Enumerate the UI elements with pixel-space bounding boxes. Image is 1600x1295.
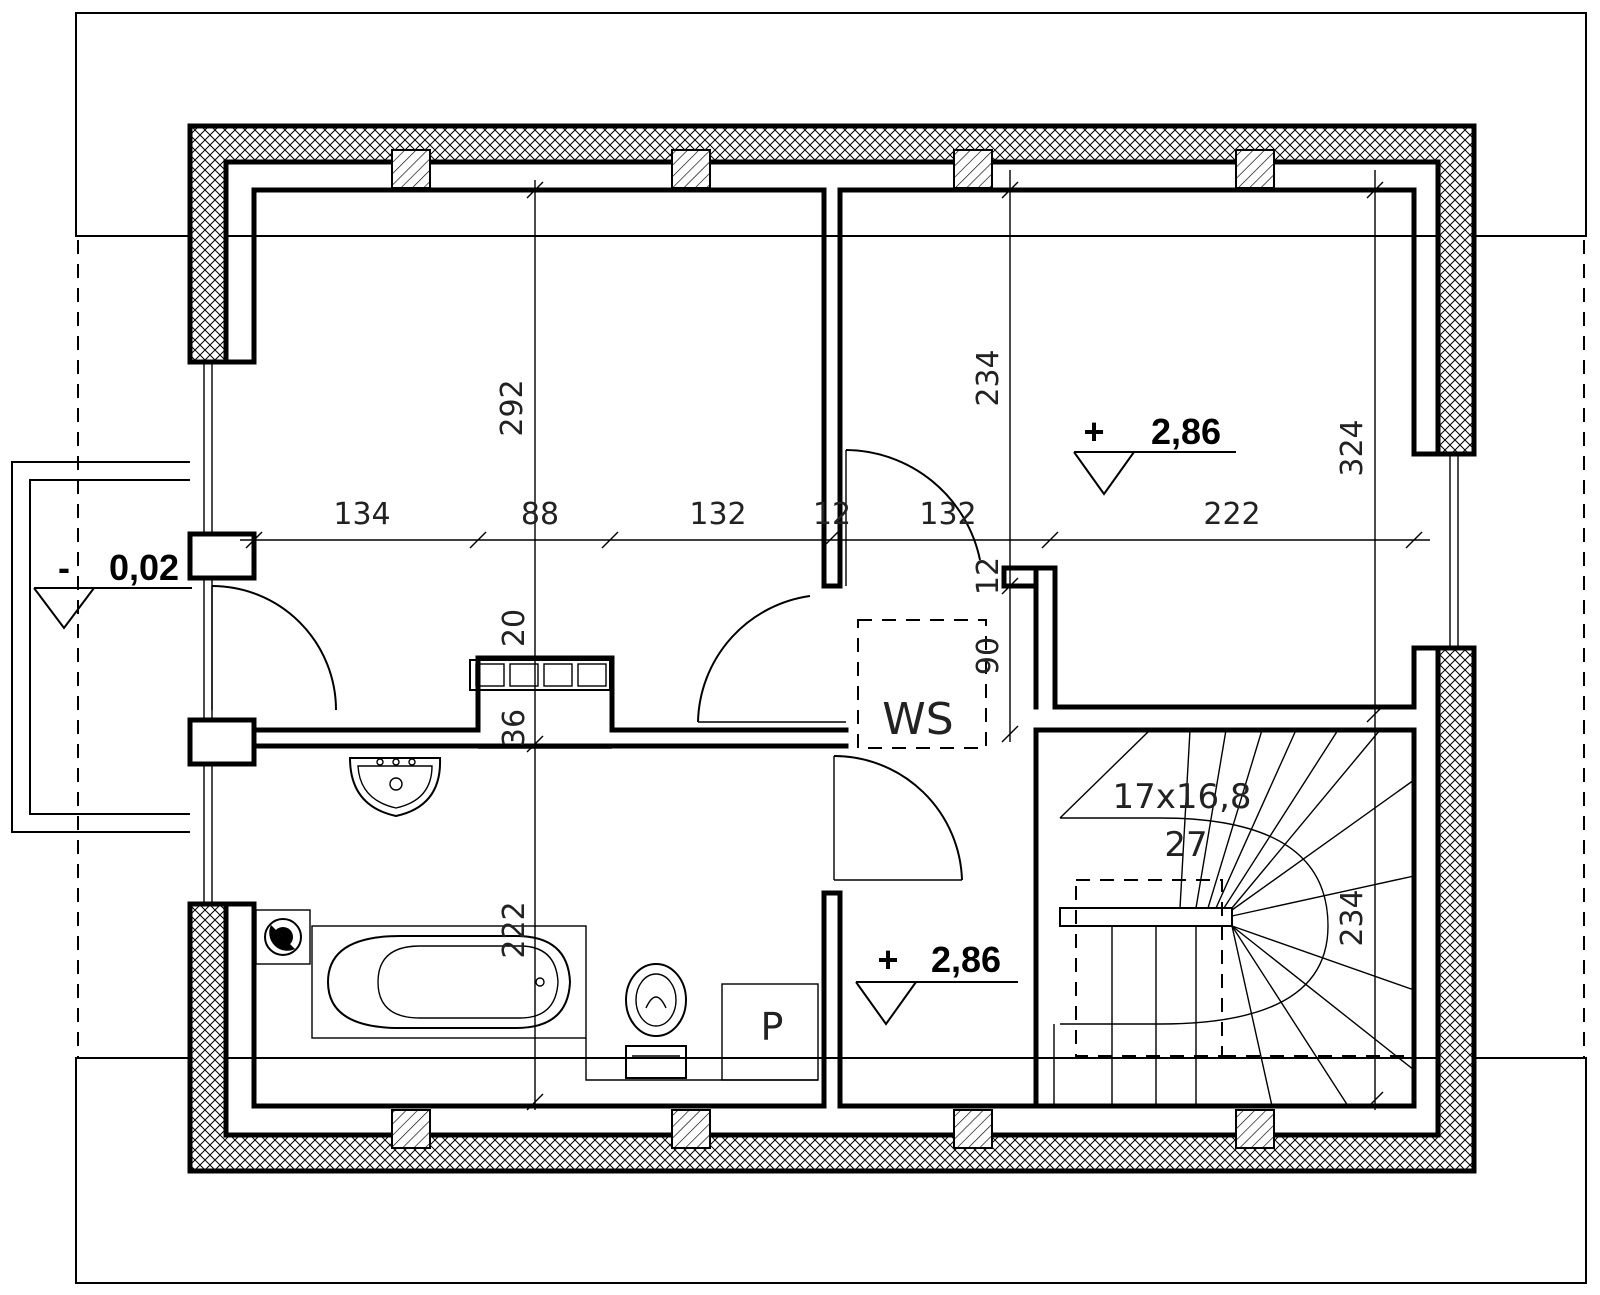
bathtub-icon bbox=[311, 925, 587, 1039]
ws-label: WS bbox=[882, 694, 953, 745]
dim-222-h: 222 bbox=[1203, 497, 1260, 532]
dim-292: 292 bbox=[495, 379, 530, 436]
boiler-icon bbox=[255, 909, 311, 965]
dim-90: 90 bbox=[971, 637, 1006, 675]
dimension-labels: 134 88 132 12 132 222 292 234 324 20 36 … bbox=[333, 349, 1370, 958]
dimension-lines bbox=[240, 170, 1430, 1111]
staircase bbox=[1053, 729, 1415, 1107]
dim-132-a: 132 bbox=[689, 497, 746, 532]
elevation-marker-upper-right: + 2,86 bbox=[1073, 411, 1236, 496]
dim-134: 134 bbox=[333, 497, 390, 532]
dim-234-b: 234 bbox=[1335, 889, 1370, 946]
dim-36: 36 bbox=[497, 709, 532, 747]
interior-walls bbox=[251, 187, 1417, 1109]
ws-zone bbox=[857, 619, 987, 749]
dim-234-a: 234 bbox=[971, 349, 1006, 406]
toilet-icon bbox=[625, 963, 687, 1079]
elevation-value: 2,86 bbox=[1151, 411, 1221, 452]
washing-machine-label: P bbox=[761, 1005, 784, 1049]
rafters bbox=[391, 149, 1275, 1149]
exterior-wall bbox=[187, 123, 1477, 1174]
dim-12-b: 12 bbox=[971, 557, 1006, 595]
stairs-count-label: 27 bbox=[1164, 825, 1207, 865]
elevation-sign: - bbox=[58, 547, 70, 588]
balcony bbox=[11, 461, 190, 833]
roof-outline bbox=[75, 12, 1587, 1284]
dim-20: 20 bbox=[497, 609, 532, 647]
sink-icon bbox=[348, 757, 442, 818]
dim-222-v: 222 bbox=[497, 901, 532, 958]
elevation-sign: + bbox=[1083, 411, 1104, 452]
elevation-marker-balcony: - 0,02 bbox=[33, 547, 192, 630]
elevation-sign: + bbox=[877, 939, 898, 980]
dim-12-a: 12 bbox=[813, 497, 851, 532]
elevation-value: 0,02 bbox=[109, 547, 179, 588]
doors bbox=[211, 449, 981, 881]
dim-324: 324 bbox=[1335, 419, 1370, 476]
elevation-marker-hall: + 2,86 bbox=[855, 939, 1018, 1026]
dim-132-b: 132 bbox=[919, 497, 976, 532]
bathroom-fixtures bbox=[255, 757, 819, 1081]
chimney bbox=[469, 659, 611, 691]
elevation-value: 2,86 bbox=[931, 939, 1001, 980]
stairs-spec-label: 17x16,8 bbox=[1112, 777, 1251, 817]
dim-88: 88 bbox=[521, 497, 559, 532]
